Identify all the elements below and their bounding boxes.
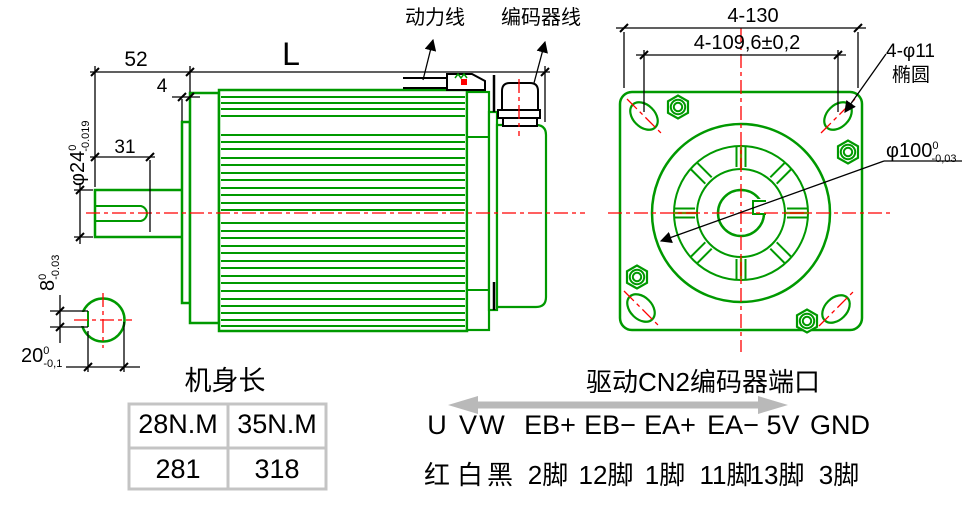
rear-end-cap — [465, 90, 491, 332]
oval-axis-line — [623, 290, 659, 326]
wire-pin11: 11脚 — [700, 460, 753, 490]
signal-ebm: EB− — [584, 410, 636, 440]
front-flange-plate — [188, 91, 221, 325]
fan-spoke — [696, 162, 713, 179]
bolt-head — [631, 271, 643, 283]
dim-tick — [119, 362, 129, 372]
oval-axis-line — [818, 291, 854, 327]
front-keyway-cut — [753, 199, 768, 215]
dim-tick — [90, 152, 100, 162]
table-value-281: 281 — [155, 454, 200, 484]
table-col-35nm: 35N.M — [237, 409, 317, 439]
bolt-washer — [798, 312, 816, 330]
table-value-318: 318 — [254, 454, 299, 484]
dim-shaft-dia: φ240-0.019 — [67, 120, 92, 186]
power-cable-leader — [422, 38, 437, 81]
dim-tick — [185, 67, 195, 77]
side-view — [86, 72, 585, 333]
dim-tick — [75, 232, 85, 242]
dim-4: 4 — [157, 76, 168, 97]
oval-axis-line — [820, 98, 856, 134]
signal-u: U — [427, 410, 447, 440]
wire-pin2: 2脚 — [528, 460, 568, 490]
bolt-head — [842, 146, 854, 158]
dim-tick — [55, 322, 65, 332]
dim-hole-pitch: 4-109,6±0,2 — [694, 32, 801, 54]
fan-spoke — [769, 247, 786, 264]
table-title: 机身长 — [185, 366, 266, 396]
wire-white: 白 — [457, 460, 483, 490]
dim-tick — [639, 50, 649, 60]
fan-spoke — [690, 241, 707, 258]
dim-tick — [853, 23, 863, 33]
bolt-washer — [839, 143, 857, 161]
encoder-gland-cap — [501, 82, 539, 111]
oval-axis-line — [626, 98, 662, 134]
dim-flange-size: 4-130 — [727, 5, 778, 27]
spigot-leader — [659, 160, 885, 243]
wire-pin3: 3脚 — [819, 460, 859, 490]
dim-key-flat: 200-0,1 — [21, 345, 62, 370]
dim-L: L — [282, 36, 300, 72]
signal-5v: 5V — [766, 410, 799, 440]
dim-hole-shape: 椭圆 — [892, 64, 930, 86]
dim-31: 31 — [114, 137, 135, 158]
dim-tick — [540, 67, 550, 77]
rear-step — [487, 110, 499, 312]
bolt-washer — [669, 98, 687, 116]
dim-hole-count: 4-φ11 — [886, 41, 935, 62]
dim-key-height: 80-0.03 — [37, 255, 62, 291]
dim-tick — [833, 50, 843, 60]
dim-52: 52 — [124, 48, 147, 71]
connector-pins — [454, 72, 468, 80]
signal-w: W — [479, 410, 505, 440]
dim-tick — [145, 152, 155, 162]
encoder-cable-leader — [533, 40, 548, 84]
side-dimensions: 52 L 4 31 φ240-0.019 80-0.03 200-0,1 动力线… — [21, 6, 581, 372]
wire-pin1: 1脚 — [645, 460, 685, 490]
signal-ebp: EB+ — [524, 410, 576, 440]
signal-eam: EA− — [707, 410, 759, 440]
signal-eap: EA+ — [644, 410, 696, 440]
wire-red: 红 — [424, 460, 450, 490]
bolt-head — [801, 315, 813, 327]
dim-tick — [177, 92, 187, 102]
dim-tick — [185, 92, 195, 102]
bolt-head — [672, 101, 684, 113]
wire-pin12: 12脚 — [579, 460, 634, 490]
keyway-cut — [77, 312, 88, 326]
encoder-housing — [495, 123, 548, 309]
shaft-section-view — [50, 293, 132, 348]
connector-key-mark — [461, 79, 467, 85]
fan-spoke — [696, 247, 713, 264]
fan-spoke — [769, 162, 786, 179]
table-col-28nm: 28N.M — [138, 409, 218, 439]
encoder-gland-base — [502, 117, 538, 127]
port-span-arrow — [448, 396, 788, 414]
dim-spigot-dia: φ1000-0,03 — [886, 140, 957, 165]
encoder-port-title: 驱动CN2编码器端口 — [586, 367, 820, 397]
dim-tick — [90, 67, 100, 77]
bolt-washer — [628, 268, 646, 286]
dim-tick — [55, 306, 65, 316]
signal-v: V — [459, 410, 477, 440]
power-cable-label: 动力线 — [405, 6, 465, 29]
wire-black: 黑 — [487, 460, 513, 490]
encoder-port-legend: 驱动CN2编码器端口 U V W EB+ EB− EA+ EA− 5V GND … — [424, 367, 870, 490]
dim-tick — [83, 362, 93, 372]
dim-tick — [619, 23, 629, 33]
wire-pin13: 13脚 — [750, 460, 805, 490]
front-dimensions: 4-130 4-109,6±0,2 4-φ11 椭圆 φ1000-0,03 — [616, 5, 962, 243]
fan-spoke — [690, 168, 707, 185]
front-view — [608, 28, 893, 352]
encoder-cable-label: 编码器线 — [501, 6, 581, 29]
body-length-table: 机身长 28N.M 35N.M 281 318 — [127, 366, 328, 491]
signal-gnd: GND — [810, 410, 870, 440]
hole-leader — [844, 53, 887, 113]
fan-spoke — [775, 168, 792, 185]
fan-spoke — [775, 241, 792, 258]
dim-tick — [75, 185, 85, 195]
